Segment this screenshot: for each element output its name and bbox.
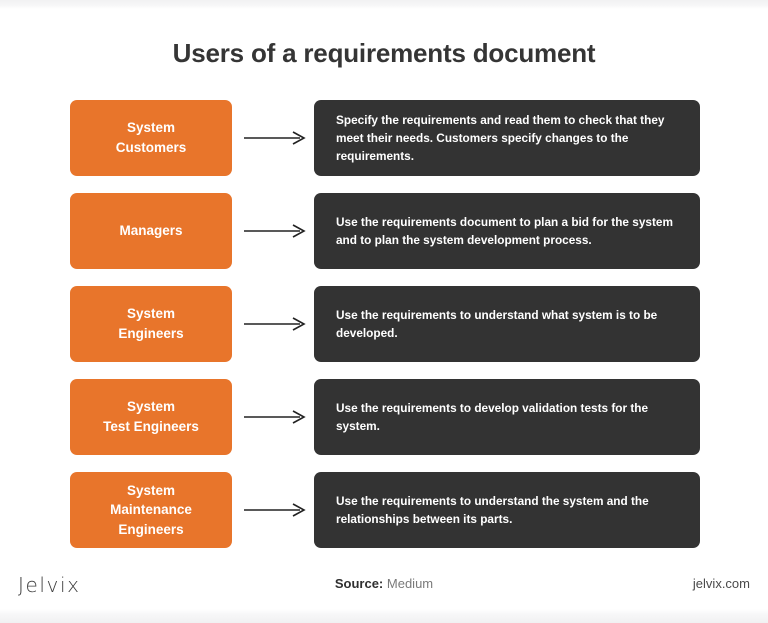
description-box[interactable]: Specify the requirements and read them t… [314, 100, 700, 176]
description-text: Use the requirements to understand the s… [336, 493, 649, 526]
arrow-right-icon [242, 379, 310, 455]
top-edge-band [0, 0, 768, 9]
arrow-right-icon [242, 472, 310, 548]
description-box[interactable]: Use the requirements to understand what … [314, 286, 700, 362]
website-url: jelvix.com [692, 576, 750, 591]
actor-label: System Engineers [118, 306, 184, 341]
arrow-right-icon [242, 100, 310, 176]
page-title: Users of a requirements document [172, 38, 596, 68]
arrow-right-icon [242, 286, 310, 362]
diagram-row: System Test Engineers Use the requiremen… [0, 379, 768, 455]
source-attribution: Source: Medium [0, 576, 768, 591]
actor-label: Managers [119, 223, 183, 239]
arrow-right-icon [242, 193, 310, 269]
description-text: Use the requirements document to plan a … [336, 214, 673, 247]
actor-box[interactable]: System Engineers [70, 286, 232, 362]
actor-box[interactable]: System Maintenance Engineers [70, 472, 232, 548]
actor-box[interactable]: System Customers [70, 100, 232, 176]
description-text: Specify the requirements and read them t… [336, 112, 665, 164]
source-label: Source: [334, 576, 384, 591]
description-text: Use the requirements to develop validati… [336, 400, 649, 433]
actor-label: System Customers [115, 120, 187, 155]
bottom-edge-band [0, 609, 768, 623]
actor-label: System Test Engineers [103, 399, 199, 434]
description-text: Use the requirements to understand what … [336, 307, 658, 340]
description-box[interactable]: Use the requirements to understand the s… [314, 472, 700, 548]
jelvix-logo: Jelvix [18, 573, 81, 597]
diagram-row: System Maintenance Engineers Use the req… [0, 472, 768, 548]
source-value: Medium [386, 576, 434, 591]
actor-box[interactable]: Managers [70, 193, 232, 269]
diagram-rows: System Customers Specify the requirement… [0, 100, 768, 548]
description-box[interactable]: Use the requirements to develop validati… [314, 379, 700, 455]
actor-label: System Maintenance Engineers [110, 482, 192, 537]
diagram-row: System Customers Specify the requirement… [0, 100, 768, 176]
actor-box[interactable]: System Test Engineers [70, 379, 232, 455]
diagram-row: Managers Use the requirements document t… [0, 193, 768, 269]
diagram-row: System Engineers Use the requirements to… [0, 286, 768, 362]
footer: Jelvix Source: Medium jelvix.com [0, 573, 768, 597]
description-box[interactable]: Use the requirements document to plan a … [314, 193, 700, 269]
